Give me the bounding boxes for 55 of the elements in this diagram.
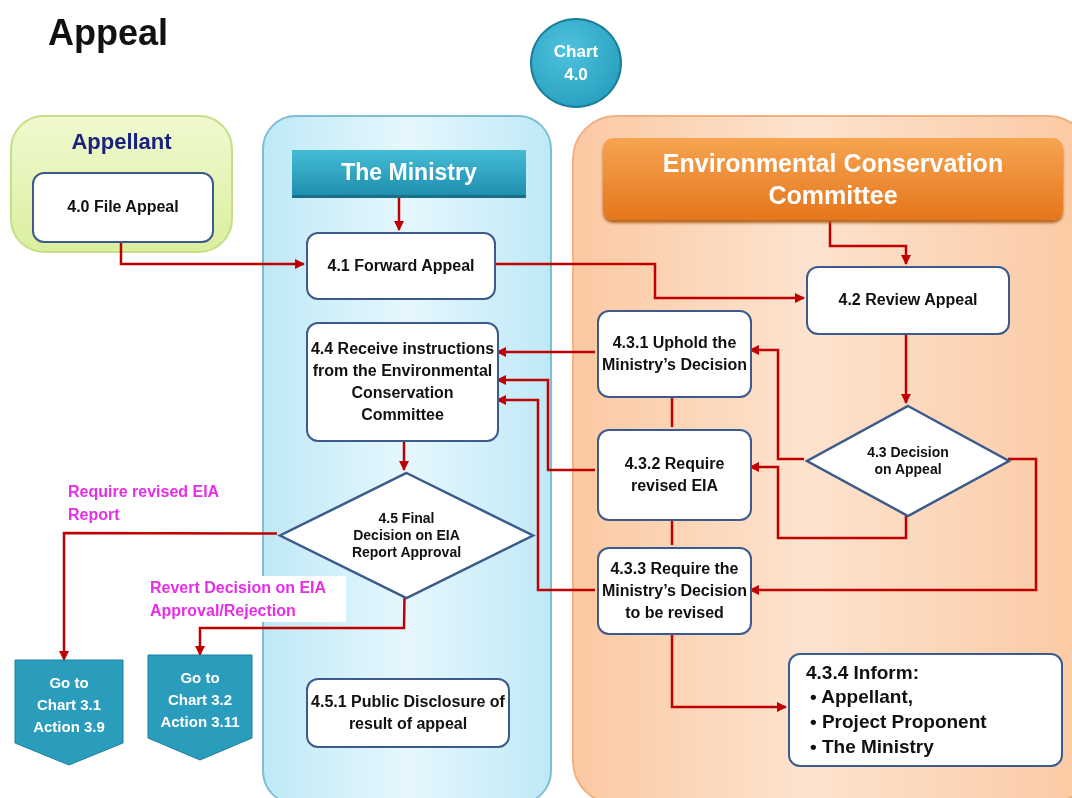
process-box — [597, 429, 752, 521]
node-text: 4.4 Receive instructions from the Environmental Conservation Committee — [309, 338, 496, 426]
process-box — [306, 232, 496, 300]
arrow — [670, 633, 787, 712]
arrow — [394, 196, 404, 231]
process-box — [306, 678, 510, 748]
swimlane — [572, 115, 1072, 798]
arrow — [828, 218, 911, 265]
lane-header — [292, 150, 526, 198]
process-box — [306, 322, 499, 442]
arrow — [195, 596, 406, 656]
swimlane — [10, 115, 233, 253]
process-box — [597, 547, 752, 635]
node-text: 4.3.4 Inform: — [806, 660, 919, 685]
connector-line — [670, 519, 674, 545]
arrow — [496, 395, 595, 592]
connector-line — [670, 396, 674, 427]
lane-header — [603, 138, 1063, 220]
node-text: 4.2 Review Appeal — [838, 290, 978, 311]
arrow — [494, 262, 805, 303]
node-text: Go to Chart 3.2 Action 3.11 — [160, 668, 240, 732]
node-text: 4.3.3 Require the Ministry’s Decision to be revised — [600, 558, 749, 624]
process-box — [32, 172, 214, 243]
process-box — [597, 310, 752, 398]
process-box — [806, 266, 1010, 335]
node-text: Go to Chart 3.1 Action 3.9 — [32, 673, 106, 737]
node-text: The Ministry — [341, 157, 477, 187]
offpage-connector — [15, 660, 123, 765]
list-item: • Project Proponent — [810, 710, 987, 734]
node-text: Appellant — [70, 129, 173, 155]
decision-diamond — [806, 405, 1010, 517]
arrow — [749, 457, 1038, 595]
node-text: 4.5 Final Decision on EIA Report Approval — [350, 510, 463, 561]
arrow — [749, 345, 804, 461]
node-text: 4.5.1 Public Disclosure of result of appeal — [310, 691, 506, 734]
node-text: Chart 4.0 — [552, 40, 600, 86]
node-text: 4.3.1 Uphold the Ministry’s Decision — [600, 332, 749, 375]
arrow — [749, 462, 908, 540]
node-text: 4.3.2 Require revised EIA — [623, 453, 726, 496]
node-text: 4.3 Decision on Appeal — [866, 444, 950, 478]
node-text: 4.0 File Appeal — [67, 197, 179, 218]
arrow — [496, 375, 595, 472]
list-item: • Appellant, — [810, 685, 915, 710]
arrow — [119, 241, 305, 269]
node-text: Environmental Conservation Committee — [661, 147, 1005, 211]
offpage-connector — [148, 655, 252, 760]
arrow — [59, 531, 277, 661]
process-box — [788, 653, 1063, 767]
arrow — [399, 440, 409, 471]
edge-label: Revert Decision on EIA Approval/Rejection — [150, 576, 346, 623]
node-text: 4.1 Forward Appeal — [327, 255, 475, 276]
list-item: • The Ministry — [810, 734, 935, 759]
arrow — [901, 333, 911, 404]
arrow — [496, 347, 595, 357]
title: Appeal — [48, 12, 169, 54]
